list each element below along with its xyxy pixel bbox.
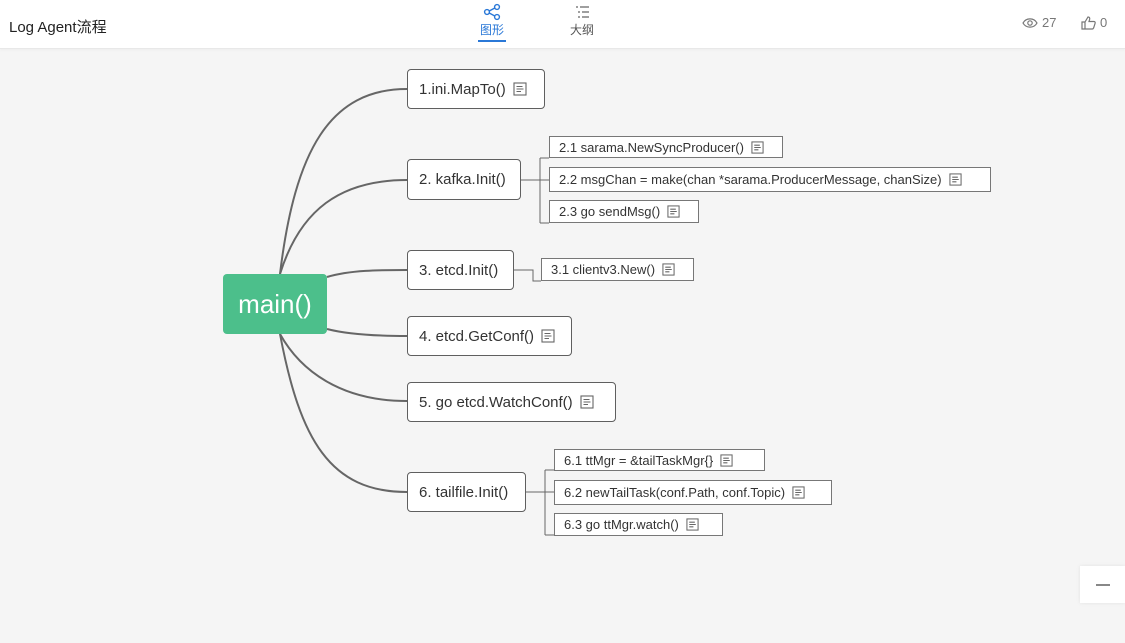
node-etcd-init[interactable]: 3. etcd.Init() <box>407 250 514 290</box>
note-icon[interactable] <box>949 173 962 186</box>
minus-icon <box>1095 583 1110 586</box>
subnode-label: 2.1 sarama.NewSyncProducer() <box>559 139 744 155</box>
note-icon[interactable] <box>720 453 733 467</box>
subnode-clientv3-new[interactable]: 3.1 clientv3.New() <box>541 258 694 281</box>
subnode-sarama-newsyncproducer[interactable]: 2.1 sarama.NewSyncProducer() <box>549 136 783 158</box>
likes-count: 0 <box>1100 15 1108 30</box>
subnode-label: 2.2 msgChan = make(chan *sarama.Producer… <box>559 172 942 187</box>
subnode-newtailtask[interactable]: 6.2 newTailTask(conf.Path, conf.Topic) <box>554 480 832 505</box>
subnode-go-sendmsg[interactable]: 2.3 go sendMsg() <box>549 200 699 223</box>
mindmap-icon <box>483 3 501 21</box>
subnode-msgchan-make[interactable]: 2.2 msgChan = make(chan *sarama.Producer… <box>549 167 991 192</box>
node-label: 2. kafka.Init() <box>419 171 506 188</box>
connector-1 <box>279 88 408 275</box>
node-label: 1.ini.MapTo() <box>419 80 506 98</box>
connector-2-sub <box>521 157 549 224</box>
connector-6 <box>279 333 408 493</box>
eye-icon <box>1022 17 1038 28</box>
node-label: 6. tailfile.Init() <box>419 483 509 501</box>
note-icon[interactable] <box>751 140 764 154</box>
document-title: Log Agent流程 <box>9 19 107 36</box>
node-tailfile-init[interactable]: 6. tailfile.Init() <box>407 472 526 512</box>
node-label: 3. etcd.Init() <box>419 261 499 279</box>
node-kafka-init[interactable]: 2. kafka.Init() <box>407 159 521 200</box>
zoom-out-button[interactable] <box>1080 566 1125 603</box>
node-ini-mapto[interactable]: 1.ini.MapTo() <box>407 69 545 109</box>
connector-3-sub <box>514 269 541 282</box>
connector-2 <box>279 179 408 275</box>
note-icon[interactable] <box>513 82 527 96</box>
subnode-ttmgr-tailtaskmgr[interactable]: 6.1 ttMgr = &tailTaskMgr{} <box>554 449 765 471</box>
note-icon[interactable] <box>686 518 699 531</box>
note-icon[interactable] <box>792 486 805 499</box>
like-button[interactable]: 0 <box>1081 15 1107 30</box>
node-go-etcd-watchconf[interactable]: 5. go etcd.WatchConf() <box>407 382 616 422</box>
subnode-label: 6.1 ttMgr = &tailTaskMgr{} <box>564 452 714 468</box>
thumbs-up-icon <box>1081 15 1096 30</box>
subnode-label: 6.2 newTailTask(conf.Path, conf.Topic) <box>564 485 786 500</box>
views-count: 27 <box>1042 15 1057 30</box>
connector-5 <box>279 333 408 402</box>
outline-list-icon <box>576 6 589 18</box>
tab-graph[interactable]: 图形 <box>472 3 512 42</box>
node-etcd-getconf[interactable]: 4. etcd.GetConf() <box>407 316 572 356</box>
tab-outline-label: 大纲 <box>569 23 594 37</box>
connector-4 <box>326 328 408 337</box>
node-label: 4. etcd.GetConf() <box>419 327 535 345</box>
note-icon[interactable] <box>541 329 555 343</box>
views-counter[interactable]: 27 <box>1022 15 1056 30</box>
tab-outline[interactable]: 大纲 <box>562 3 602 38</box>
subnode-label: 2.3 go sendMsg() <box>559 204 661 219</box>
root-node-main[interactable]: main() <box>223 274 327 334</box>
connector-3 <box>326 269 408 278</box>
tab-graph-label: 图形 <box>479 23 504 37</box>
subnode-go-ttmgr-watch[interactable]: 6.3 go ttMgr.watch() <box>554 513 723 536</box>
note-icon[interactable] <box>580 395 594 409</box>
subnode-label: 3.1 clientv3.New() <box>551 262 656 277</box>
top-bar: Log Agent流程 图形 大纲 27 0 <box>0 0 1125 49</box>
subnode-label: 6.3 go ttMgr.watch() <box>564 517 679 532</box>
note-icon[interactable] <box>667 205 680 218</box>
node-label: 5. go etcd.WatchConf() <box>419 393 573 411</box>
connector-6-sub <box>526 469 554 536</box>
note-icon[interactable] <box>662 263 675 276</box>
